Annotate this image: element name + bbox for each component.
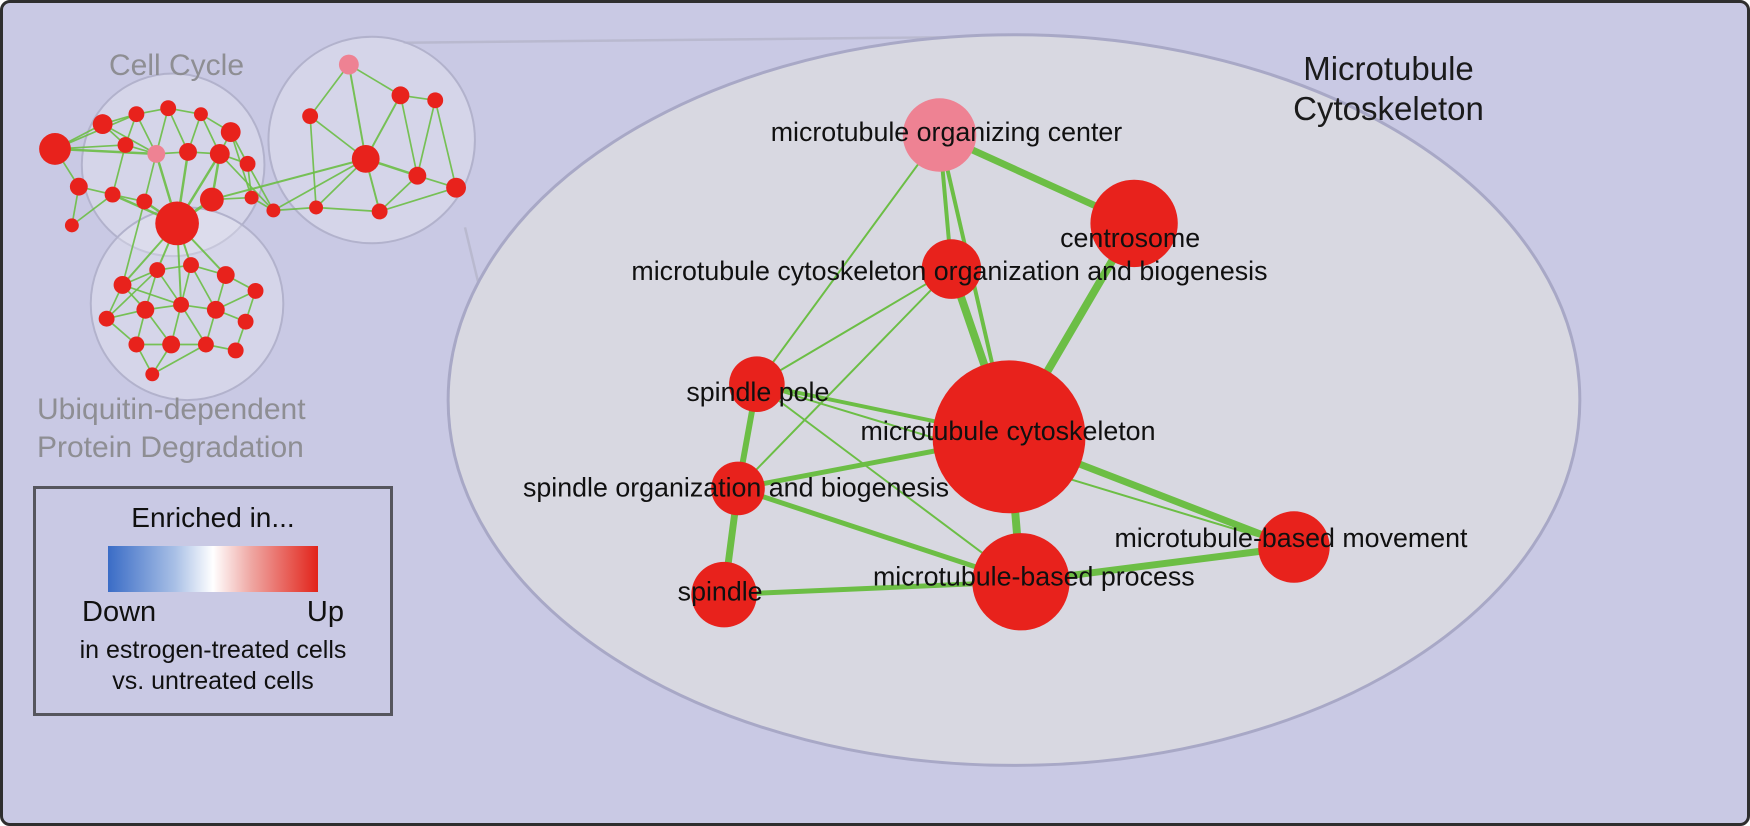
node-centrosome xyxy=(1090,179,1178,268)
overview-node xyxy=(309,200,324,215)
node-label-mbp: microtubule-based process xyxy=(873,562,1195,592)
overview-node xyxy=(351,144,380,173)
edge-spindle-mbp xyxy=(721,579,1024,598)
overview-node xyxy=(92,114,113,135)
overview-node xyxy=(64,218,79,233)
node-mbm xyxy=(1258,511,1330,583)
overview-edge xyxy=(399,95,419,176)
overview-edge xyxy=(379,186,457,213)
node-sob xyxy=(711,461,765,516)
node-mbp xyxy=(972,533,1070,631)
edge-sob-mbp xyxy=(735,485,1024,585)
overview-edge xyxy=(309,64,350,117)
edge-spole-mbp xyxy=(755,383,1022,583)
overview-node xyxy=(69,177,88,196)
overview-edge xyxy=(151,343,207,376)
overview-edge xyxy=(54,147,157,156)
overview-node xyxy=(147,144,166,163)
overview-node xyxy=(39,133,71,165)
overview-node xyxy=(227,342,244,359)
overview-node xyxy=(220,122,241,142)
magnifier-line xyxy=(403,35,995,44)
overview-edge xyxy=(316,206,380,213)
overview-node xyxy=(179,142,197,161)
overview-node xyxy=(183,257,199,274)
overview-edge xyxy=(122,284,182,306)
overview-node xyxy=(162,335,181,354)
overview-node xyxy=(237,313,254,330)
node-label-mcob: microtubule cytoskeleton organization an… xyxy=(631,256,1267,286)
cluster-ring-microtubule-cytoskeleton xyxy=(267,35,476,245)
overview-node xyxy=(371,203,388,220)
overview-node xyxy=(244,190,259,205)
node-spole xyxy=(729,356,785,413)
overview-edge xyxy=(71,193,114,227)
overview-node xyxy=(446,177,466,198)
node-label-moc: microtubule organizing center xyxy=(771,117,1123,147)
overview-node xyxy=(197,336,214,353)
overview-edge xyxy=(106,269,158,320)
node-label-spole: spindle pole xyxy=(686,377,829,407)
overview-node xyxy=(391,86,410,105)
node-spindle xyxy=(691,561,757,628)
overview-edge xyxy=(434,100,457,188)
overview-node xyxy=(155,201,199,246)
node-label-mcy: microtubule cytoskeleton xyxy=(861,416,1156,446)
overview-edge xyxy=(121,201,146,286)
overview-edge xyxy=(272,158,367,212)
overview-node xyxy=(193,107,208,122)
node-label-spindle: spindle xyxy=(678,577,763,607)
overview-node xyxy=(113,276,132,294)
overview-node xyxy=(427,92,444,109)
overview-node xyxy=(128,336,145,353)
overview-node xyxy=(145,367,160,382)
overview-node xyxy=(160,100,177,117)
overview-edge xyxy=(219,153,275,212)
node-label-mbm: microtubule-based movement xyxy=(1114,523,1468,553)
overview-node xyxy=(136,193,153,210)
edge-moc-spole xyxy=(755,134,941,386)
overview-node xyxy=(209,143,230,164)
overview-node xyxy=(216,266,235,284)
overview-node xyxy=(408,166,427,185)
overview-node xyxy=(266,203,281,218)
overview-node xyxy=(98,310,115,327)
node-label-centrosome: centrosome xyxy=(1060,223,1200,253)
overview-node xyxy=(136,300,155,319)
node-label-sob: spindle organization and biogenesis xyxy=(523,472,949,502)
node-mcy xyxy=(932,360,1086,514)
overview-edge xyxy=(348,63,401,97)
node-moc xyxy=(902,98,977,172)
overview-node xyxy=(117,137,134,153)
overview-node xyxy=(247,282,264,299)
overview-edge xyxy=(347,64,367,160)
overview-node xyxy=(128,106,145,123)
overview-node xyxy=(173,296,190,313)
overview-node xyxy=(149,262,166,278)
overview-node xyxy=(239,155,256,172)
overview-edge xyxy=(111,144,127,195)
overview-edge xyxy=(416,100,437,176)
overview-node xyxy=(338,54,359,75)
overview-node xyxy=(206,300,225,319)
overview-node xyxy=(302,108,319,125)
edge-mcob-sob xyxy=(737,268,953,490)
overview-node xyxy=(104,186,121,203)
node-mcob xyxy=(921,239,982,299)
network-canvas: microtubule organizing centercentrosomem… xyxy=(39,33,1582,767)
overview-node xyxy=(199,187,224,212)
overview-edge xyxy=(309,116,317,208)
cluster-ring-cell-cycle xyxy=(80,72,266,258)
overview-edge xyxy=(273,206,317,212)
overview-edge xyxy=(211,157,366,201)
edge-mcob-spole xyxy=(755,268,953,386)
